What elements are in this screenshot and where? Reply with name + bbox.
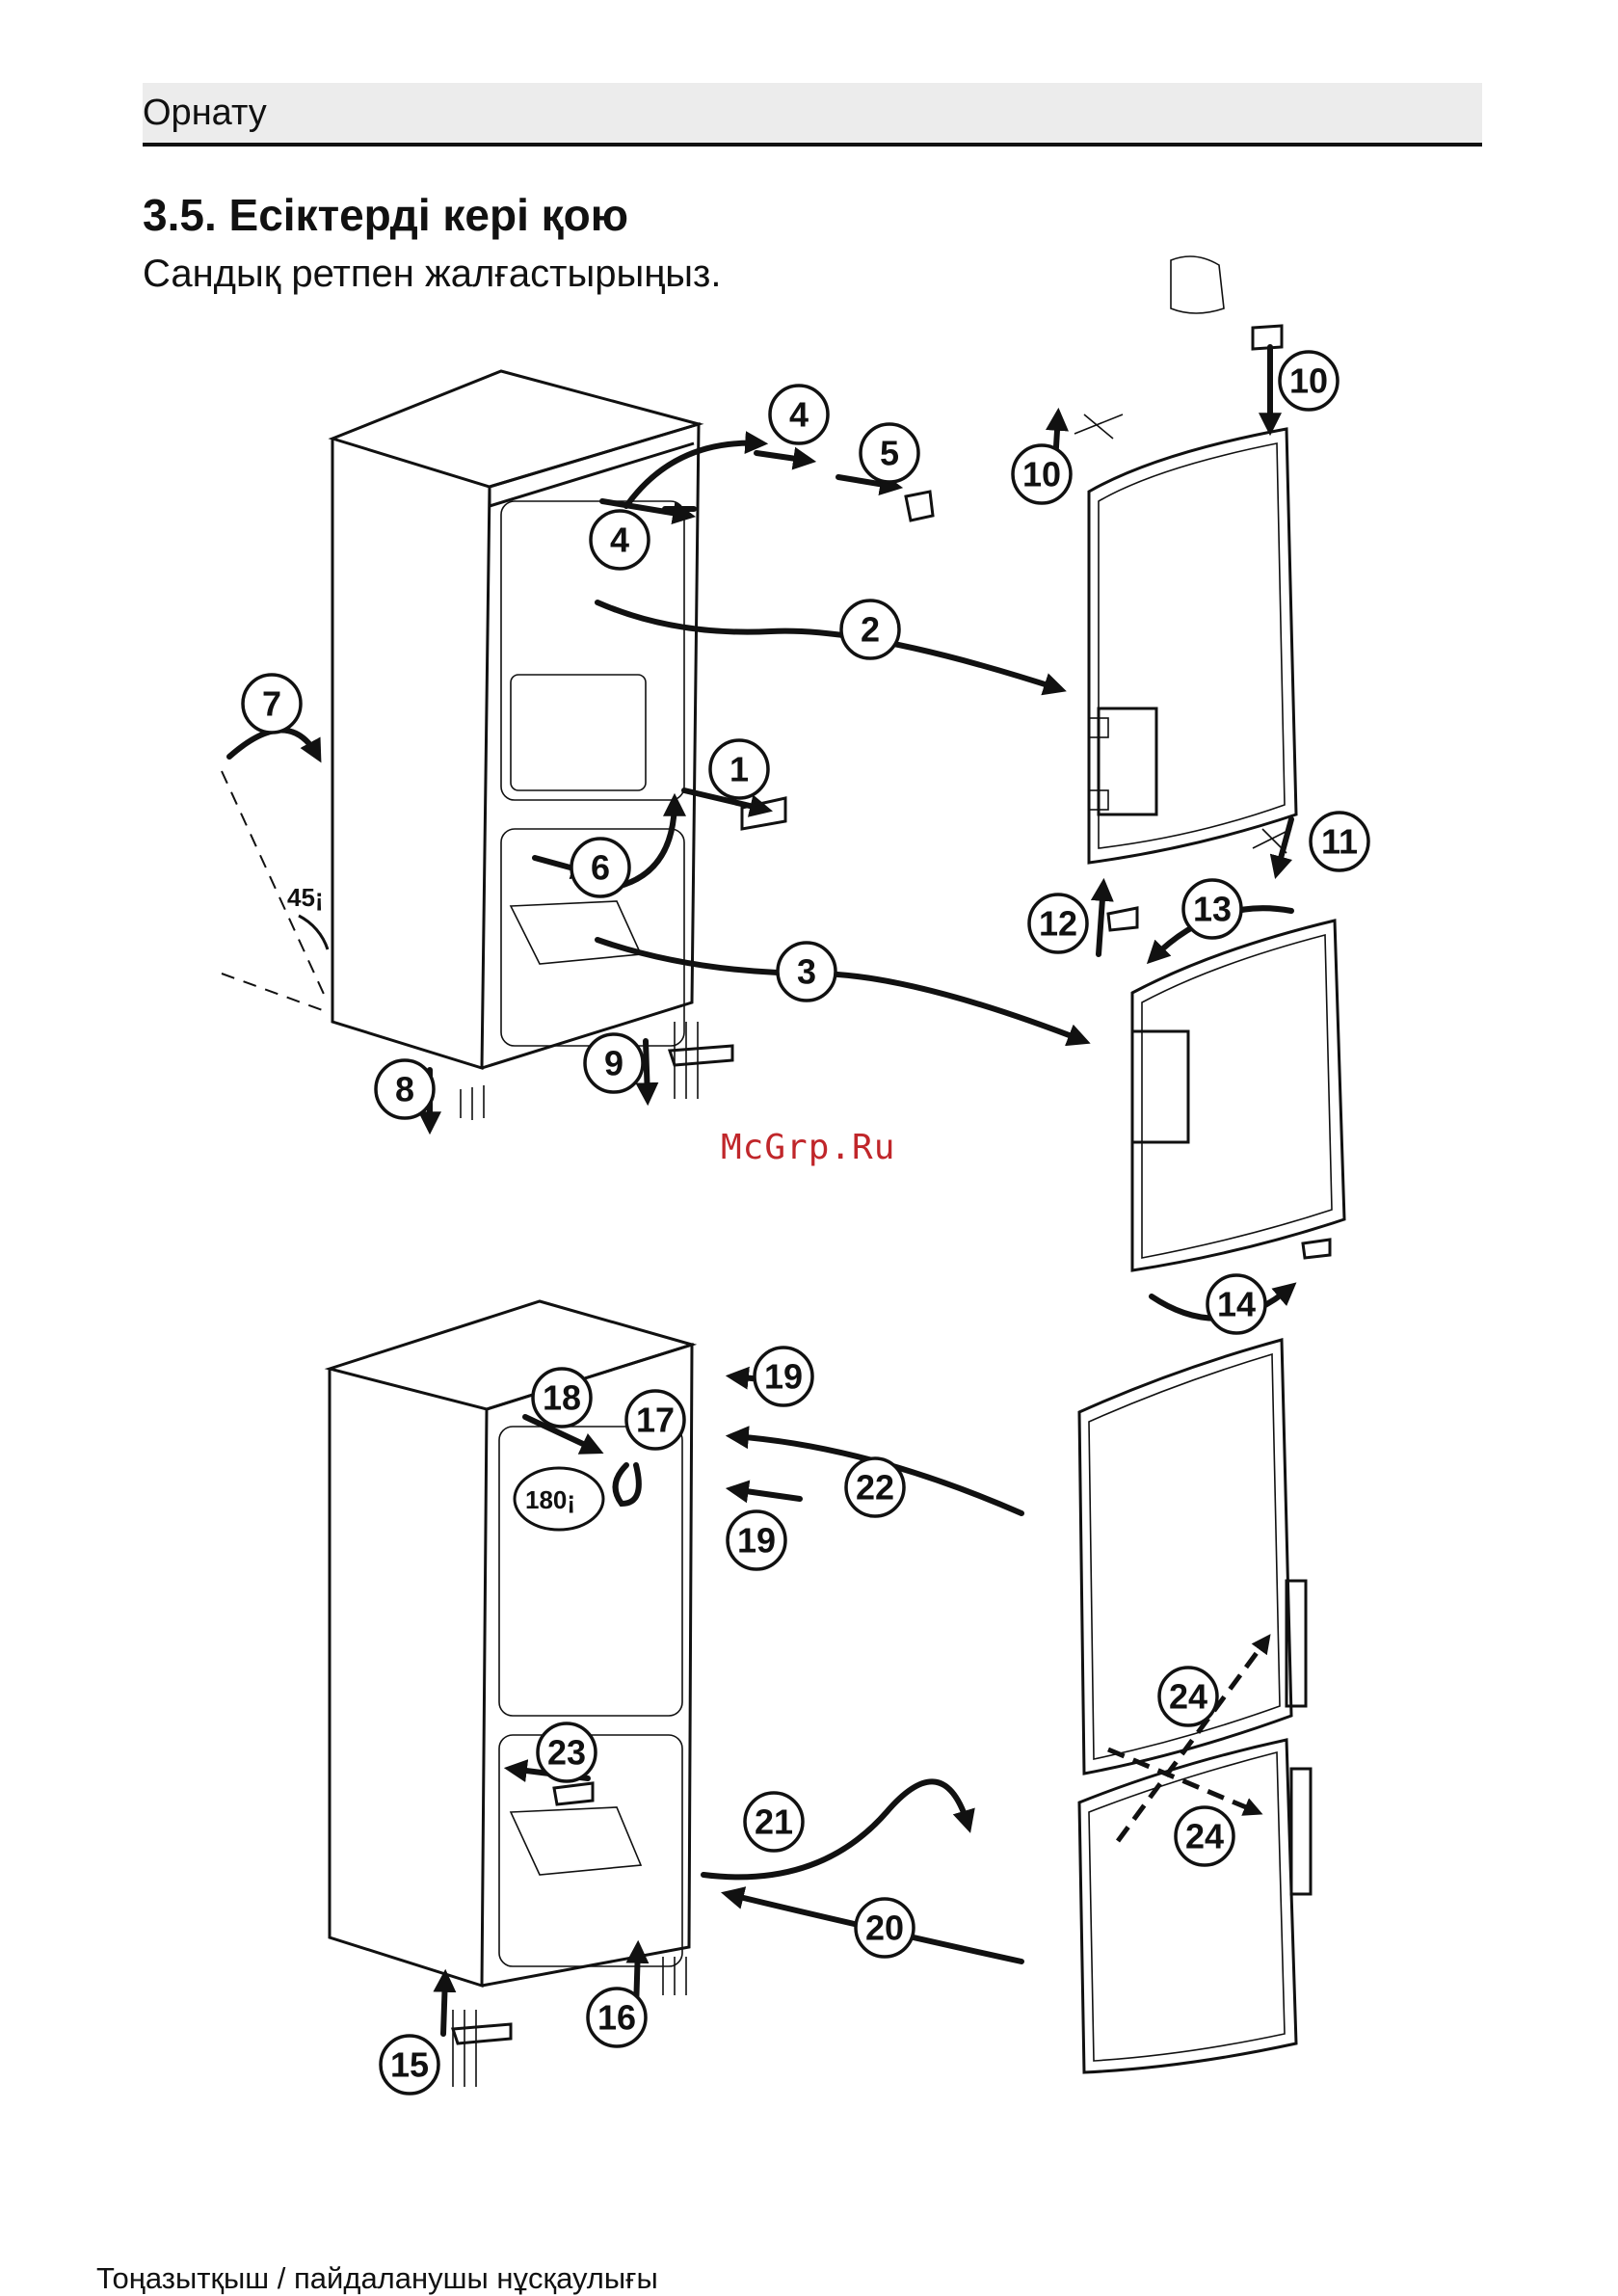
step-18: 18 bbox=[533, 1369, 591, 1427]
svg-text:4: 4 bbox=[610, 521, 629, 560]
svg-text:5: 5 bbox=[880, 434, 899, 473]
svg-text:12: 12 bbox=[1039, 904, 1077, 944]
step-21: 21 bbox=[745, 1793, 803, 1851]
step-1: 1 bbox=[710, 740, 768, 798]
svg-text:10: 10 bbox=[1022, 455, 1061, 494]
svg-text:4: 4 bbox=[789, 395, 809, 435]
step-22: 22 bbox=[846, 1458, 904, 1516]
step-15: 15 bbox=[381, 2036, 438, 2094]
step-14: 14 bbox=[1207, 1275, 1265, 1333]
svg-text:2: 2 bbox=[861, 610, 880, 650]
svg-text:18: 18 bbox=[543, 1378, 581, 1418]
svg-text:20: 20 bbox=[865, 1909, 904, 1948]
svg-text:13: 13 bbox=[1193, 890, 1232, 929]
svg-text:15: 15 bbox=[390, 2045, 429, 2085]
svg-text:7: 7 bbox=[262, 684, 281, 724]
step-8: 8 bbox=[376, 1060, 434, 1118]
step-7: 7 bbox=[243, 675, 301, 733]
step-6: 6 bbox=[571, 839, 629, 896]
svg-text:16: 16 bbox=[597, 1998, 636, 2038]
watermark-text: McGrp.Ru bbox=[721, 1128, 895, 1167]
svg-text:3: 3 bbox=[797, 952, 816, 992]
freezer-door-top bbox=[1089, 429, 1296, 863]
footer-text: Тоңазытқыш / пайдаланушы нұсқаулығы bbox=[96, 2261, 658, 2296]
svg-text:24: 24 bbox=[1185, 1817, 1224, 1856]
step-24a: 24 bbox=[1159, 1668, 1217, 1725]
svg-text:14: 14 bbox=[1217, 1285, 1256, 1324]
step-16: 16 bbox=[588, 1989, 646, 2046]
svg-text:23: 23 bbox=[547, 1733, 586, 1773]
tilt-angle-label: 45¡ bbox=[287, 883, 324, 912]
step-24b: 24 bbox=[1176, 1807, 1233, 1865]
step-20: 20 bbox=[856, 1899, 914, 1957]
svg-text:19: 19 bbox=[764, 1357, 803, 1397]
svg-text:6: 6 bbox=[591, 848, 610, 888]
step-19a: 19 bbox=[755, 1348, 812, 1405]
svg-text:17: 17 bbox=[636, 1401, 675, 1440]
step-10b: 10 bbox=[1280, 352, 1338, 410]
fridge-cabinet-top bbox=[332, 371, 699, 1068]
step-10a: 10 bbox=[1013, 445, 1071, 503]
svg-text:21: 21 bbox=[755, 1802, 793, 1842]
step-13: 13 bbox=[1183, 880, 1241, 938]
step-3: 3 bbox=[778, 943, 836, 1001]
fridge-door-middle bbox=[1132, 921, 1344, 1270]
svg-text:24: 24 bbox=[1169, 1677, 1207, 1717]
step-9: 9 bbox=[585, 1034, 643, 1092]
svg-text:11: 11 bbox=[1321, 822, 1358, 862]
fridge-door-lower-bottom bbox=[1079, 1740, 1311, 2072]
svg-text:9: 9 bbox=[604, 1044, 623, 1083]
step-4a: 4 bbox=[770, 386, 828, 443]
step-5: 5 bbox=[861, 424, 918, 482]
svg-text:1: 1 bbox=[729, 750, 749, 789]
step-11: 11 bbox=[1311, 813, 1368, 870]
svg-text:22: 22 bbox=[856, 1468, 894, 1508]
rotate-angle-label: 180¡ bbox=[525, 1485, 575, 1514]
step-23: 23 bbox=[538, 1723, 596, 1781]
step-12: 12 bbox=[1029, 894, 1087, 952]
svg-text:10: 10 bbox=[1289, 361, 1328, 401]
step-2: 2 bbox=[841, 601, 899, 658]
svg-text:19: 19 bbox=[737, 1521, 776, 1561]
step-19b: 19 bbox=[728, 1511, 785, 1569]
step-4b: 4 bbox=[591, 511, 649, 569]
step-17: 17 bbox=[626, 1391, 684, 1449]
svg-text:8: 8 bbox=[395, 1070, 414, 1109]
